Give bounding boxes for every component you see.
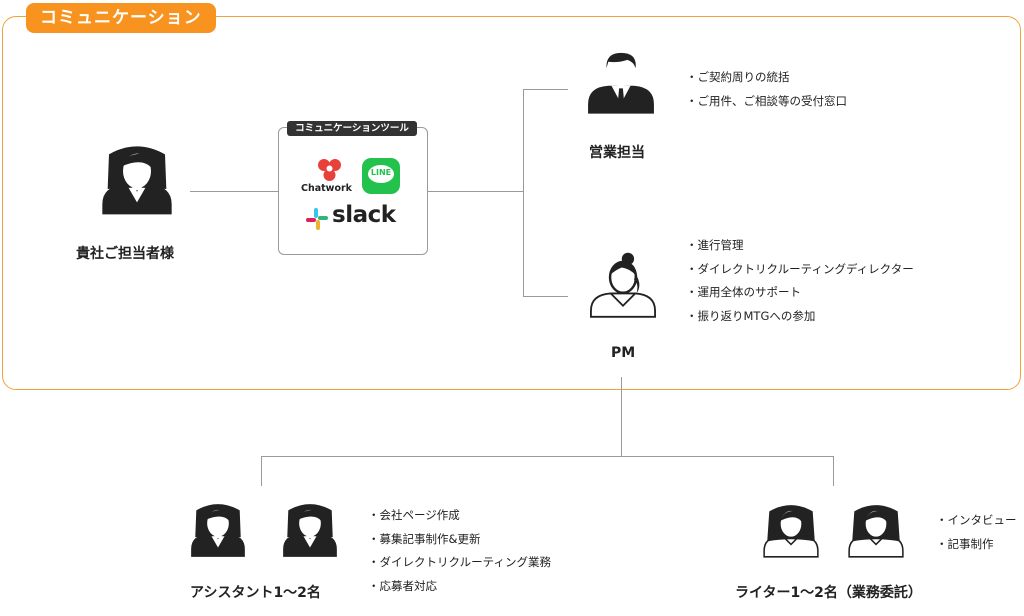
assistant-person-icon bbox=[283, 504, 337, 557]
connector-client-tools bbox=[190, 191, 278, 193]
section-title: コミュニケーション bbox=[26, 3, 216, 33]
writer-duties: インタビュー 記事制作 bbox=[936, 509, 1017, 556]
sales-person-icon bbox=[588, 52, 654, 114]
list-item: 記事制作 bbox=[936, 533, 1017, 557]
communication-frame bbox=[2, 16, 1021, 390]
line-icon-label: LINE bbox=[370, 168, 392, 177]
sales-duties: ご契約周りの統括 ご用件、ご相談等の受付窓口 bbox=[686, 66, 848, 114]
connector-pm-down bbox=[621, 377, 623, 457]
assistant-person-icon bbox=[191, 504, 245, 557]
connector-tools-branch bbox=[428, 191, 524, 193]
sales-name: 営業担当 bbox=[589, 145, 645, 161]
list-item: 応募者対応 bbox=[368, 575, 551, 599]
list-item: インタビュー bbox=[936, 509, 1017, 533]
connector-branch-vertical bbox=[523, 89, 525, 297]
client-person-icon bbox=[102, 146, 172, 215]
connector-team-writer bbox=[833, 456, 835, 486]
chatwork-label: Chatwork bbox=[301, 183, 352, 194]
writer-person-icon bbox=[763, 504, 819, 558]
list-item: 会社ページ作成 bbox=[368, 504, 551, 528]
client-name: 貴社ご担当者様 bbox=[76, 246, 174, 262]
list-item: ご契約周りの統括 bbox=[686, 66, 847, 90]
list-item: ダイレクトリクルーティングディレクター bbox=[686, 258, 914, 282]
list-item: 運用全体のサポート bbox=[686, 281, 914, 305]
writer-name: ライター1〜2名（業務委託） bbox=[735, 585, 922, 601]
list-item: 振り返りMTGへの参加 bbox=[686, 305, 914, 329]
line-bubble bbox=[368, 165, 394, 183]
list-item: 進行管理 bbox=[686, 234, 914, 258]
pm-duties: 進行管理 ダイレクトリクルーティングディレクター 運用全体のサポート 振り返りM… bbox=[686, 234, 914, 328]
list-item: 募集記事制作&更新 bbox=[368, 528, 551, 552]
pm-person-icon bbox=[589, 251, 657, 319]
list-item: ご用件、ご相談等の受付窓口 bbox=[686, 90, 848, 114]
tools-label: コミュニケーションツール bbox=[287, 121, 417, 136]
communication-tools-box bbox=[278, 127, 428, 255]
assistant-name: アシスタント1〜2名 bbox=[190, 585, 321, 601]
writer-person-icon bbox=[848, 504, 904, 558]
slack-icon bbox=[306, 208, 328, 230]
list-item: ダイレクトリクルーティング業務 bbox=[368, 551, 551, 575]
connector-team-horizontal bbox=[261, 456, 834, 458]
connector-team-assistant bbox=[261, 456, 263, 486]
chatwork-icon bbox=[318, 159, 341, 181]
assistant-duties: 会社ページ作成 募集記事制作&更新 ダイレクトリクルーティング業務 応募者対応 bbox=[368, 504, 551, 598]
connector-branch-sales bbox=[523, 89, 568, 91]
slack-label: slack bbox=[332, 202, 396, 228]
line-icon: LINE bbox=[362, 158, 400, 194]
pm-name: PM bbox=[611, 345, 636, 361]
connector-branch-pm bbox=[523, 296, 568, 298]
